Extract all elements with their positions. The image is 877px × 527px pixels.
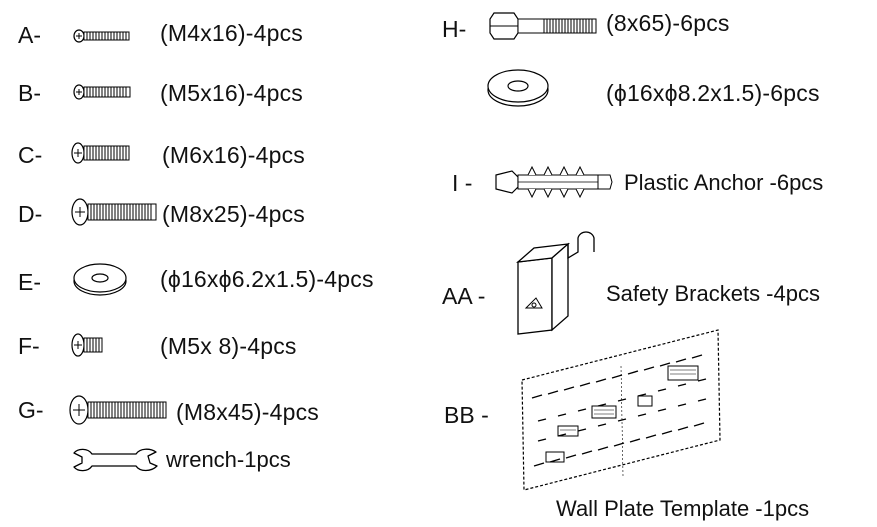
part-c-spec: (M6x16)-4pcs	[162, 142, 305, 168]
washer-icon	[487, 69, 549, 107]
screw-icon	[73, 84, 131, 100]
part-h-washer-spec: (ϕ16xϕ8.2x1.5)-6pcs	[606, 80, 820, 106]
part-c-letter: C-	[18, 142, 43, 168]
part-i-label: Plastic Anchor -6pcs	[624, 170, 824, 195]
part-g-spec: (M8x45)-4pcs	[176, 399, 319, 425]
part-b-spec: (M5x16)-4pcs	[160, 80, 303, 106]
bolt-icon	[489, 12, 597, 40]
wrench-icon	[73, 448, 158, 472]
part-f-spec: (M5x 8)-4pcs	[160, 333, 297, 359]
part-e-letter: E-	[18, 269, 41, 295]
safety-bracket-icon	[515, 231, 595, 335]
part-b-letter: B-	[18, 80, 41, 106]
part-e-spec: (ϕ16xϕ6.2x1.5)-4pcs	[160, 266, 374, 292]
part-d-spec: (M8x25)-4pcs	[162, 201, 305, 227]
wrench-label: wrench-1pcs	[166, 447, 291, 472]
screw-icon	[73, 29, 130, 43]
part-a-spec: (M4x16)-4pcs	[160, 20, 303, 46]
plastic-anchor-icon	[495, 165, 613, 199]
part-f-letter: F-	[18, 333, 40, 359]
screw-icon	[71, 198, 157, 226]
part-g-letter: G-	[18, 397, 44, 423]
part-d-letter: D-	[18, 201, 43, 227]
part-bb-letter: BB -	[444, 402, 489, 428]
screw-icon	[69, 395, 167, 425]
part-h-bolt-spec: (8x65)-6pcs	[606, 10, 730, 36]
screw-icon	[71, 142, 130, 164]
part-aa-letter: AA -	[442, 283, 486, 309]
part-bb-label: Wall Plate Template -1pcs	[556, 496, 810, 521]
screw-icon	[71, 333, 103, 357]
part-a-letter: A-	[18, 22, 41, 48]
part-h-letter: H-	[442, 16, 467, 42]
part-i-letter: I -	[452, 170, 473, 196]
washer-icon	[73, 263, 127, 296]
part-aa-label: Safety Brackets -4pcs	[606, 281, 820, 306]
wall-plate-template-icon	[521, 329, 721, 491]
